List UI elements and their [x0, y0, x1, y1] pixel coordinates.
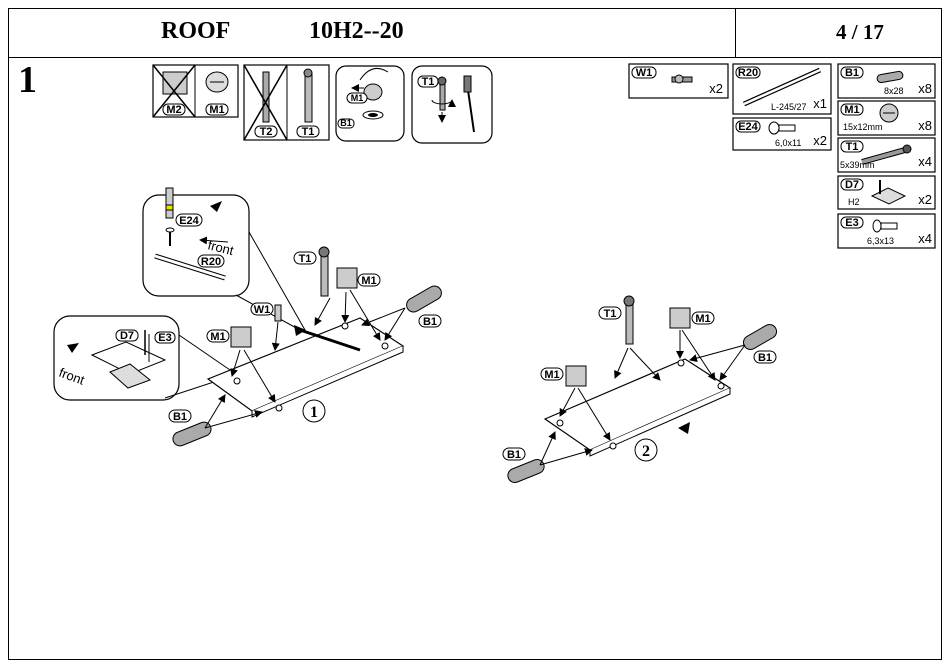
svg-text:x8: x8: [918, 118, 932, 133]
hint-box-cam-type: M2 M1: [152, 64, 239, 118]
part-b1: B1 8x28 x8: [837, 63, 936, 99]
detail-label-d7: D7: [115, 329, 139, 342]
hint-box-screw-in: T1: [411, 65, 493, 144]
product-code: 10H2--20: [309, 18, 404, 44]
svg-text:6,0x11: 6,0x11: [775, 138, 801, 148]
svg-text:x4: x4: [918, 231, 932, 246]
svg-text:6,3x13: 6,3x13: [867, 236, 894, 246]
a2-label-b1-right: B1: [753, 350, 777, 364]
a1-label-b1-right: B1: [418, 314, 442, 328]
svg-text:E3: E3: [845, 217, 858, 229]
header-divider: [8, 57, 942, 58]
svg-text:x1: x1: [813, 96, 827, 111]
svg-text:x2: x2: [918, 192, 932, 207]
hint-label-t2: T2: [254, 125, 278, 138]
a2-label-m1-top: M1: [691, 311, 715, 325]
detail-front-text: front: [206, 237, 235, 258]
svg-text:M1: M1: [361, 275, 376, 287]
a1-label-b1-left: B1: [168, 409, 192, 423]
svg-text:T1: T1: [604, 308, 617, 320]
svg-text:D7: D7: [845, 179, 859, 191]
a1-label-t1: T1: [293, 251, 317, 265]
svg-text:B1: B1: [340, 118, 352, 128]
svg-text:T2: T2: [260, 126, 273, 138]
svg-text:x2: x2: [709, 81, 723, 96]
hint-label-t1: T1: [296, 125, 320, 138]
svg-text:T1: T1: [422, 76, 435, 88]
page-frame: [8, 8, 942, 660]
svg-text:B1: B1: [507, 449, 521, 461]
hint-label-screw-t1: T1: [417, 75, 439, 88]
a1-label-w1: W1: [250, 302, 274, 316]
svg-text:x8: x8: [918, 81, 932, 96]
assembly-1-number: 1: [310, 404, 318, 421]
detail-label-r20: R20: [197, 254, 225, 268]
detail-label-e3: E3: [154, 331, 176, 344]
a2-label-t1: T1: [598, 306, 622, 320]
svg-text:M2: M2: [166, 104, 181, 116]
svg-text:W1: W1: [254, 304, 271, 316]
svg-text:H2: H2: [848, 197, 860, 207]
part-r20: R20 L-245/27 x1: [732, 63, 832, 115]
svg-text:5x39mm: 5x39mm: [840, 160, 875, 170]
detail-callout-bracket: D7 E3 front: [53, 315, 231, 401]
svg-text:D7: D7: [120, 330, 134, 342]
svg-text:B1: B1: [423, 316, 437, 328]
svg-text:E3: E3: [158, 332, 171, 344]
svg-text:M1: M1: [844, 104, 859, 116]
page-number: 4 / 17: [836, 20, 884, 44]
a1-label-m1-left: M1: [206, 329, 230, 343]
svg-text:15x12mm: 15x12mm: [843, 122, 883, 132]
hint-label-m2: M2: [162, 103, 186, 116]
a1-label-m1-top: M1: [357, 273, 381, 287]
svg-text:R20: R20: [738, 67, 758, 79]
assembly-2-number: 2: [642, 443, 650, 460]
svg-text:M1: M1: [544, 369, 559, 381]
svg-text:M1: M1: [210, 331, 225, 343]
product-name: ROOF: [161, 18, 231, 44]
part-e24: E24 6,0x11 x2: [732, 117, 832, 151]
assembly-1: 1 T1 M1 W1 M1 B1 B1: [168, 246, 442, 447]
part-d7: D7 H2 x2: [837, 175, 936, 210]
part-m1: M1 15x12mm x8: [837, 100, 936, 136]
svg-text:B1: B1: [173, 411, 187, 423]
svg-text:R20: R20: [201, 256, 221, 268]
a2-label-m1-left: M1: [540, 367, 564, 381]
svg-text:M1: M1: [695, 313, 710, 325]
svg-text:E24: E24: [179, 215, 199, 227]
svg-text:8x28: 8x28: [884, 86, 904, 96]
svg-text:x4: x4: [918, 154, 932, 169]
svg-text:B1: B1: [845, 67, 859, 79]
svg-text:W1: W1: [636, 67, 653, 79]
detail-label-e24: E24: [175, 213, 203, 227]
svg-text:L-245/27: L-245/27: [771, 102, 807, 112]
svg-text:B1: B1: [758, 352, 772, 364]
svg-text:T1: T1: [302, 126, 315, 138]
svg-text:T1: T1: [299, 253, 312, 265]
hint-box-screw-type: T2 T1: [243, 64, 330, 141]
svg-text:x2: x2: [813, 133, 827, 148]
svg-text:T1: T1: [846, 141, 859, 153]
part-t1: T1 5x39mm x4: [837, 137, 936, 173]
hint-box-press-cam: M1 B1: [335, 65, 405, 142]
svg-text:M1: M1: [351, 93, 364, 103]
svg-text:E24: E24: [738, 121, 758, 133]
header-page-divider: [735, 8, 736, 57]
a2-label-b1-left: B1: [502, 447, 526, 461]
svg-text:M1: M1: [209, 104, 224, 116]
assembly-2: 2 T1 M1 M1 B1 B1: [502, 295, 778, 483]
detail-callout-rail: E24 R20 front: [142, 187, 306, 331]
part-e3: E3 6,3x13 x4: [837, 213, 936, 249]
hint-label-m1: M1: [205, 103, 229, 116]
part-w1: W1 x2: [628, 63, 729, 99]
hint-label-press-b1: B1: [337, 118, 355, 129]
hint-label-press-m1: M1: [346, 92, 368, 104]
step-number: 1: [18, 59, 37, 101]
